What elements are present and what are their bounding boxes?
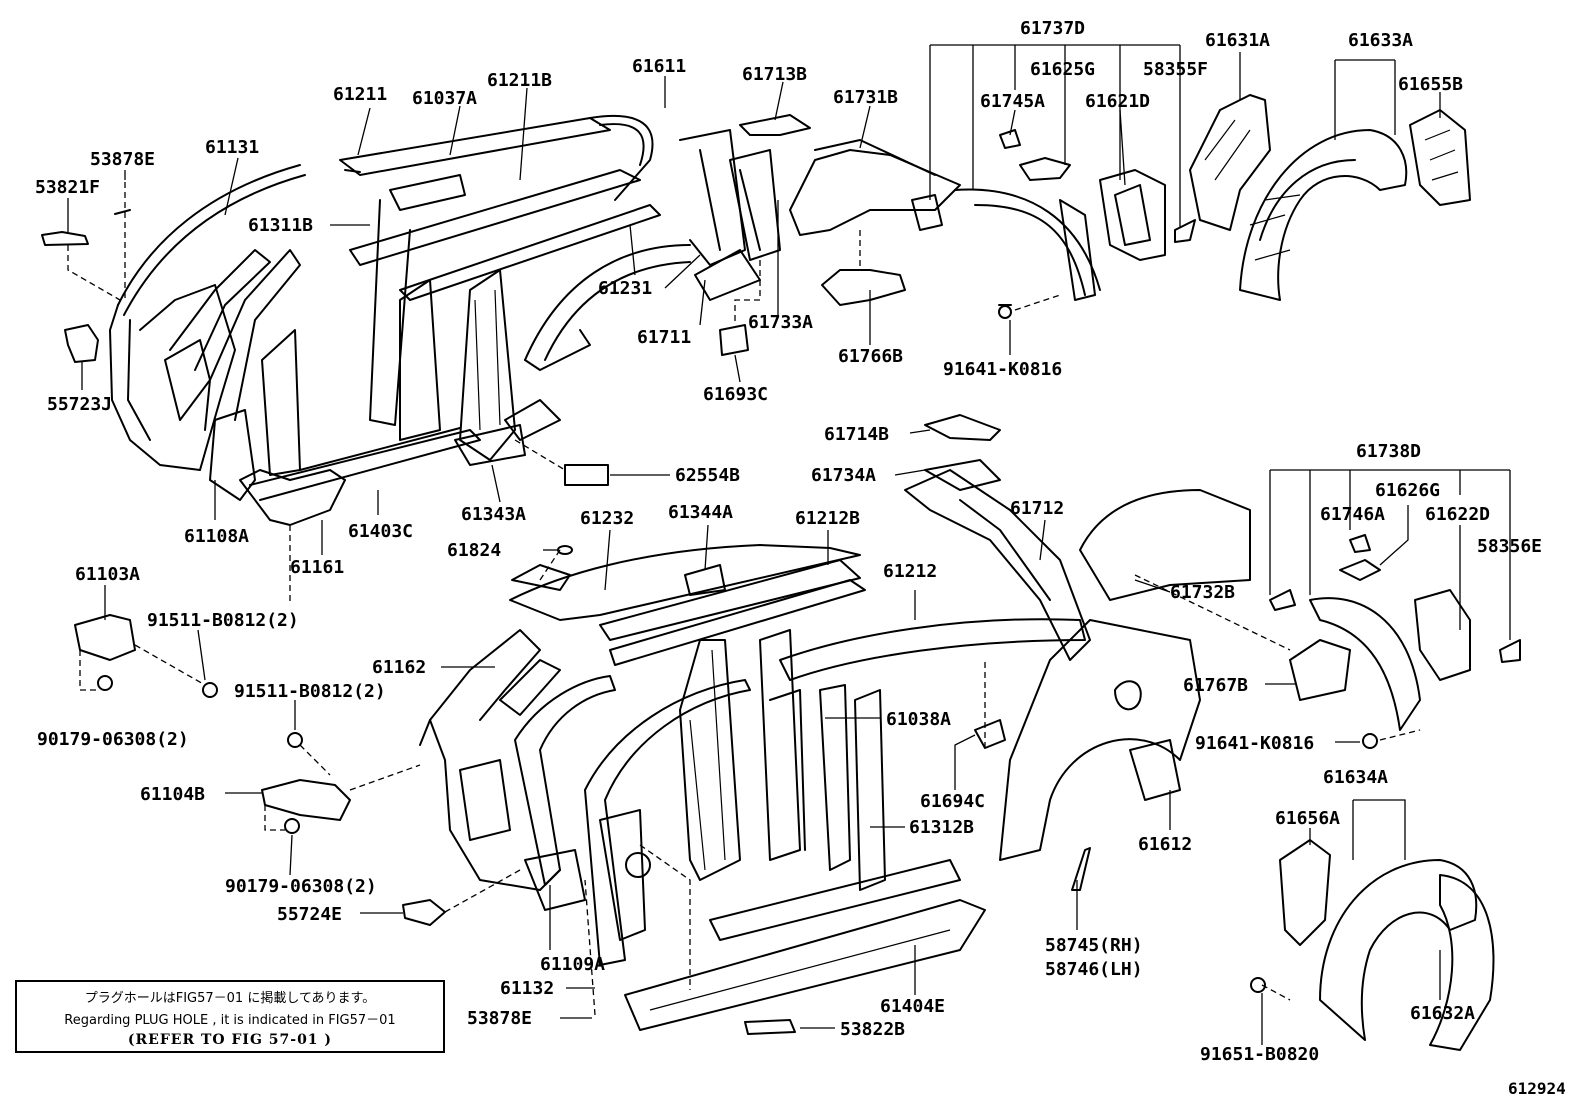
label-61108A: 61108A xyxy=(184,526,249,547)
label-61693C: 61693C xyxy=(703,384,768,405)
label-55724E: 55724E xyxy=(277,904,342,925)
label-90179-06308-a: 90179-06308(2) xyxy=(37,729,189,750)
label-61713B: 61713B xyxy=(742,64,807,85)
label-53821F: 53821F xyxy=(35,177,100,198)
label-61161: 61161 xyxy=(290,557,344,578)
note-english-text: Regarding PLUG HOLE , it is indicated in… xyxy=(64,1013,396,1028)
label-61343A: 61343A xyxy=(461,504,526,525)
label-61211: 61211 xyxy=(333,84,387,105)
label-91511-B0812-a: 91511-B0812(2) xyxy=(147,610,299,631)
label-61104B: 61104B xyxy=(140,784,205,805)
part-number-labels: 61211 61037A 61211B 61611 61713B 61731B … xyxy=(35,18,1566,1098)
label-53878E-bot: 53878E xyxy=(467,1008,532,1029)
note-refer-text: (REFER TO FIG 57-01 ) xyxy=(127,1032,333,1048)
label-58745: 58745(RH) xyxy=(1045,935,1143,956)
label-61767B: 61767B xyxy=(1183,675,1248,696)
label-61634A: 61634A xyxy=(1323,767,1388,788)
label-91651-B0820: 91651-B0820 xyxy=(1200,1044,1319,1065)
label-53822B: 53822B xyxy=(840,1019,905,1040)
label-61738D: 61738D xyxy=(1356,441,1421,462)
label-90179-06308-b: 90179-06308(2) xyxy=(225,876,377,897)
label-61621D: 61621D xyxy=(1085,91,1150,112)
label-61746A: 61746A xyxy=(1320,504,1385,525)
note-japanese-text: プラグホールはFIG57－01 に掲載してあります。 xyxy=(84,991,376,1006)
label-61712: 61712 xyxy=(1010,498,1064,519)
label-61037A: 61037A xyxy=(412,88,477,109)
label-61824: 61824 xyxy=(447,540,501,561)
label-61622D: 61622D xyxy=(1425,504,1490,525)
label-61626G: 61626G xyxy=(1375,480,1440,501)
label-61737D: 61737D xyxy=(1020,18,1085,39)
label-58746: 58746(LH) xyxy=(1045,959,1143,980)
label-61162: 61162 xyxy=(372,657,426,678)
label-61745A: 61745A xyxy=(980,91,1045,112)
label-61404E: 61404E xyxy=(880,996,945,1017)
label-61344A: 61344A xyxy=(668,502,733,523)
label-91511-B0812-b: 91511-B0812(2) xyxy=(234,681,386,702)
label-61131: 61131 xyxy=(205,137,259,158)
label-61734A: 61734A xyxy=(811,465,876,486)
label-61403C: 61403C xyxy=(348,521,413,542)
label-61312B: 61312B xyxy=(909,817,974,838)
label-61625G: 61625G xyxy=(1030,59,1095,80)
label-61766B: 61766B xyxy=(838,346,903,367)
upper-body-side-inner-illustration xyxy=(41,94,1471,526)
label-61733A: 61733A xyxy=(748,312,813,333)
label-61231: 61231 xyxy=(598,278,652,299)
label-61655B: 61655B xyxy=(1398,74,1463,95)
label-61711: 61711 xyxy=(637,327,691,348)
label-61611: 61611 xyxy=(632,56,686,77)
label-61732B: 61732B xyxy=(1170,582,1235,603)
label-62554B: 62554B xyxy=(675,465,740,486)
figure-number: 612924 xyxy=(1508,1079,1566,1098)
label-61731B: 61731B xyxy=(833,87,898,108)
label-61633A: 61633A xyxy=(1348,30,1413,51)
lower-body-side-outer-illustration xyxy=(74,414,1521,1051)
label-58355F: 58355F xyxy=(1143,59,1208,80)
label-58356E: 58356E xyxy=(1477,536,1542,557)
label-61212: 61212 xyxy=(883,561,937,582)
label-61038A: 61038A xyxy=(886,709,951,730)
label-91641-K0816-bot: 91641-K0816 xyxy=(1195,733,1314,754)
label-61632A: 61632A xyxy=(1410,1003,1475,1024)
label-53878E-top: 53878E xyxy=(90,149,155,170)
label-55723J: 55723J xyxy=(47,394,112,415)
label-61212B: 61212B xyxy=(795,508,860,529)
label-61311B: 61311B xyxy=(248,215,313,236)
label-91641-K0816-top: 91641-K0816 xyxy=(943,359,1062,380)
label-61656A: 61656A xyxy=(1275,808,1340,829)
label-61631A: 61631A xyxy=(1205,30,1270,51)
label-61232: 61232 xyxy=(580,508,634,529)
label-61211B: 61211B xyxy=(487,70,552,91)
label-61694C: 61694C xyxy=(920,791,985,812)
plug-hole-note: プラグホールはFIG57－01 に掲載してあります。 Regarding PLU… xyxy=(15,980,445,1053)
label-61714B: 61714B xyxy=(824,424,889,445)
label-61109A: 61109A xyxy=(540,954,605,975)
label-61132: 61132 xyxy=(500,978,554,999)
label-61103A: 61103A xyxy=(75,564,140,585)
label-61612: 61612 xyxy=(1138,834,1192,855)
leader-lines xyxy=(67,44,1511,1045)
